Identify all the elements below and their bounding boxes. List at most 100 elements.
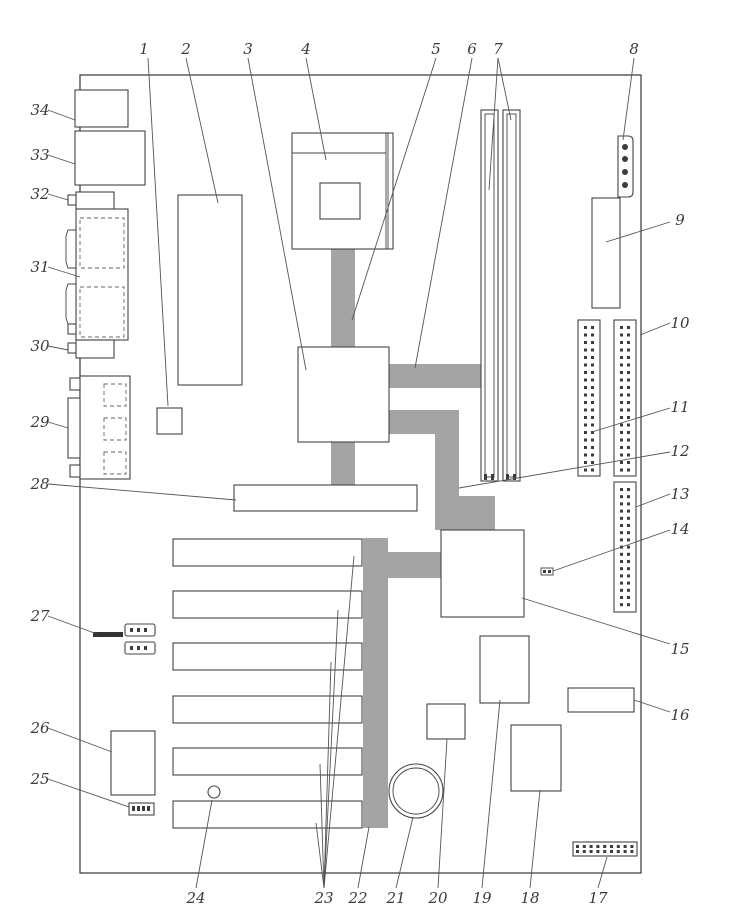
connector-pin bbox=[620, 423, 623, 427]
connector-pin bbox=[584, 438, 587, 442]
connector-pin bbox=[627, 378, 630, 382]
connector-pin bbox=[584, 341, 587, 344]
connector-pin bbox=[627, 552, 630, 556]
connector-pin bbox=[620, 588, 623, 592]
header-pin bbox=[576, 850, 579, 853]
connector-pin bbox=[620, 446, 623, 449]
connector-pin bbox=[627, 393, 630, 397]
callout-31: 31 bbox=[30, 258, 49, 276]
header-pin bbox=[576, 845, 579, 848]
connector-pin bbox=[627, 438, 630, 442]
connector-pin bbox=[627, 348, 630, 352]
connector-pin bbox=[591, 416, 594, 419]
connector-pin bbox=[584, 453, 587, 457]
header-pin bbox=[630, 845, 634, 848]
connector-pin bbox=[591, 446, 594, 449]
callout-13: 13 bbox=[670, 485, 689, 503]
connector-pin bbox=[627, 341, 630, 344]
connector-pin bbox=[584, 326, 587, 329]
header-pin bbox=[630, 850, 634, 853]
connector-pin bbox=[620, 408, 623, 412]
audio-header bbox=[128, 802, 155, 816]
connector-pin bbox=[584, 446, 587, 449]
callout-10: 10 bbox=[670, 314, 690, 332]
callout-28: 28 bbox=[29, 475, 49, 493]
callout-3: 3 bbox=[243, 40, 253, 58]
header-pin bbox=[603, 845, 607, 848]
connector-pin bbox=[584, 431, 587, 434]
rear-io-panel bbox=[65, 89, 146, 480]
connector-pin bbox=[620, 531, 623, 535]
buzzer bbox=[207, 785, 221, 799]
connector-pin bbox=[627, 363, 630, 367]
connector-pin bbox=[584, 378, 587, 382]
connector-pin bbox=[584, 401, 587, 404]
header-pin bbox=[589, 850, 593, 853]
connector-pin bbox=[591, 378, 594, 382]
connector-pin bbox=[591, 363, 594, 367]
header-pin bbox=[582, 845, 586, 848]
ide-connectors bbox=[577, 319, 637, 477]
callout-17: 17 bbox=[588, 889, 608, 907]
header-pin bbox=[603, 850, 607, 853]
connector-pin bbox=[627, 416, 630, 419]
connector-pin bbox=[620, 333, 623, 337]
connector-pin bbox=[627, 560, 630, 563]
connector-pin bbox=[620, 453, 623, 457]
header-pin bbox=[610, 845, 613, 848]
connector-pin bbox=[591, 468, 594, 472]
connector-pin bbox=[620, 538, 623, 542]
connector-pin bbox=[584, 468, 587, 472]
connector-pin bbox=[591, 453, 594, 457]
atx-power-socket bbox=[591, 197, 621, 309]
connector-pin bbox=[591, 356, 594, 359]
callout-16: 16 bbox=[670, 706, 690, 724]
connector-pin bbox=[627, 446, 630, 449]
header-pin bbox=[582, 850, 586, 853]
header-pin bbox=[623, 850, 627, 853]
connector-pin bbox=[620, 560, 623, 563]
callout-21: 21 bbox=[385, 889, 405, 907]
callout-19: 19 bbox=[472, 889, 492, 907]
connector-pin bbox=[627, 545, 630, 549]
connector-pin bbox=[627, 356, 630, 359]
connector-pin bbox=[584, 408, 587, 412]
connector-pin bbox=[620, 401, 623, 404]
jumper bbox=[540, 567, 554, 576]
connector-pin bbox=[620, 603, 623, 607]
connector-pin bbox=[627, 538, 630, 542]
bios-connector bbox=[567, 687, 635, 713]
connector-pin bbox=[584, 393, 587, 397]
connector-pin bbox=[627, 581, 630, 585]
callout-2: 2 bbox=[180, 40, 191, 58]
connector-pin bbox=[620, 495, 623, 499]
header-pin bbox=[623, 845, 627, 848]
connector-pin bbox=[627, 401, 630, 404]
northbridge-chip bbox=[297, 346, 390, 443]
connector-pin bbox=[620, 438, 623, 442]
large-chip bbox=[177, 194, 243, 386]
callout-33: 33 bbox=[30, 146, 49, 164]
connector-pin bbox=[627, 461, 630, 464]
connector-pin bbox=[584, 356, 587, 359]
connector-pin bbox=[620, 416, 623, 419]
connector-pin bbox=[584, 423, 587, 427]
connector-pin bbox=[591, 393, 594, 397]
callout-26: 26 bbox=[29, 719, 50, 737]
callout-23: 23 bbox=[313, 889, 333, 907]
connector-pin bbox=[584, 416, 587, 419]
connector-pin bbox=[627, 333, 630, 337]
callout-12: 12 bbox=[670, 442, 689, 460]
connector-pin bbox=[584, 386, 587, 389]
connector-pin bbox=[627, 596, 630, 599]
connector-pin bbox=[620, 468, 623, 472]
connector-pin bbox=[627, 408, 630, 412]
callout-14: 14 bbox=[670, 520, 689, 538]
connector-pin bbox=[620, 596, 623, 599]
header-pin bbox=[616, 850, 620, 853]
callout-6: 6 bbox=[467, 40, 477, 58]
connector-pin bbox=[627, 603, 630, 607]
callout-labels: 1 2 3 4 5 6 7 8 9 10 11 12 13 14 15 16 1… bbox=[29, 40, 690, 907]
callout-1: 1 bbox=[139, 40, 149, 58]
connector-pin bbox=[584, 371, 587, 374]
